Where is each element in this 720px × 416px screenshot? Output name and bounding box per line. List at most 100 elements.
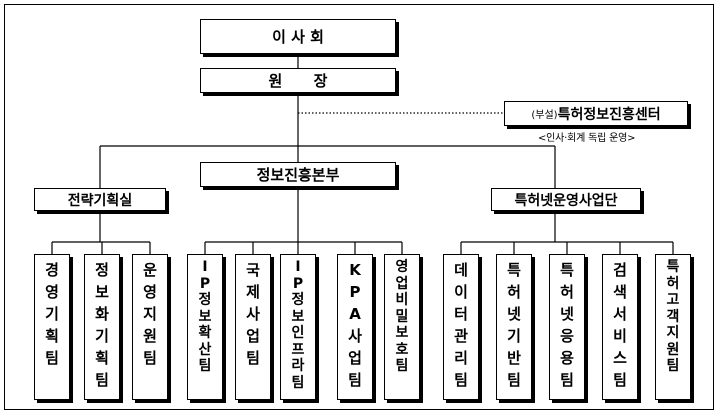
team-label-char: I <box>202 259 208 275</box>
team-label-char: 호 <box>395 341 409 358</box>
team-label-char: 획 <box>95 349 109 367</box>
team-label-char: 서 <box>613 305 627 323</box>
team-label-char: 보 <box>95 283 109 301</box>
team-label-char: 기 <box>507 327 521 345</box>
team-label-char: P <box>199 275 211 292</box>
team-label-char: 허 <box>507 283 521 301</box>
team-label-char: 팀 <box>198 358 212 374</box>
team-label-char: 팀 <box>560 371 574 389</box>
team-label-char: 팀 <box>143 349 157 367</box>
team-label-char: 라 <box>291 358 305 374</box>
team-label-char: 팀 <box>348 371 362 389</box>
team-label-char: 기 <box>45 305 59 323</box>
director-box: 원 장 <box>200 68 396 93</box>
director-label: 원 장 <box>268 72 328 90</box>
team-label-char: 원 <box>666 341 680 358</box>
chart-frame <box>4 4 714 410</box>
team-label-char: A <box>349 305 361 323</box>
patentnet-division-label: 특허넷운영사업단 <box>514 192 618 209</box>
strategy-division-box: 전략기획실 <box>34 188 166 211</box>
team-label-char: 특 <box>560 261 574 279</box>
board-label: 이 사 회 <box>272 28 324 46</box>
team-label-char: 국 <box>246 261 260 279</box>
affiliate-note: <인사·회계 독립 운영> <box>538 133 636 144</box>
team-label-char: 검 <box>613 261 627 279</box>
team-label-char: 팀 <box>45 349 59 367</box>
team-label-char: 팀 <box>613 371 627 389</box>
team-label-char: P <box>349 283 361 301</box>
team-label-char: 허 <box>666 275 680 292</box>
team-label-char: 팀 <box>666 358 680 374</box>
team-label-char: 영 <box>395 259 409 275</box>
team-label-char: 관 <box>454 327 468 345</box>
team-label-char: 허 <box>560 283 574 301</box>
team-label-char: 보 <box>395 325 409 341</box>
affiliate-prefix: (부설) <box>531 110 558 121</box>
team-label-char: 기 <box>95 327 109 345</box>
team-label-char: 넷 <box>560 305 574 323</box>
team-label-char: 사 <box>348 327 362 345</box>
team-label-char: 객 <box>666 308 680 325</box>
team-label-char: 반 <box>507 349 521 367</box>
team-label-char: 넷 <box>507 305 521 323</box>
team-label-char: 팀 <box>507 371 521 389</box>
team-label-char: K <box>349 261 361 279</box>
team-label-char: P <box>292 275 304 292</box>
team-label-char: 스 <box>613 349 627 367</box>
team-label-char: 보 <box>198 308 212 325</box>
team-label-char: 정 <box>95 261 109 279</box>
team-label-char: 보 <box>291 308 305 325</box>
team-label-char: 터 <box>454 305 468 323</box>
team-label-char: 정 <box>291 292 305 308</box>
team-label-char: 팀 <box>291 374 305 391</box>
team-label-char: 팀 <box>454 371 468 389</box>
patentnet-division-box: 특허넷운영사업단 <box>491 188 641 211</box>
team-label-char: 팀 <box>246 349 260 367</box>
hq-label: 정보진흥본부 <box>256 166 340 184</box>
team-label-char: 업 <box>348 349 362 367</box>
team-label-char: 밀 <box>395 308 409 325</box>
hq-box: 정보진흥본부 <box>200 162 396 187</box>
affiliate-name: 특허정보진흥센터 <box>557 106 661 123</box>
team-label-char: 경 <box>45 261 59 279</box>
team-label-char: 이 <box>454 283 468 301</box>
team-label-char: 확 <box>198 325 212 341</box>
board-box: 이 사 회 <box>200 19 396 54</box>
team-label-char: 리 <box>454 349 468 367</box>
team-label-char: 팀 <box>95 371 109 389</box>
team-label-char: 용 <box>560 349 574 367</box>
team-label-char: 산 <box>198 341 212 358</box>
team-label-char: 업 <box>246 327 260 345</box>
team-label-char: 영 <box>143 283 157 301</box>
team-label-char: 프 <box>291 341 305 358</box>
team-label-char: 영 <box>45 283 59 301</box>
strategy-division-label: 전략기획실 <box>67 192 133 209</box>
team-label-char: 팀 <box>395 358 409 374</box>
affiliate-box: (부설) 특허정보진흥센터 <box>504 101 688 126</box>
team-label-char: 응 <box>560 327 574 345</box>
team-label-char: 사 <box>246 305 260 323</box>
team-label-char: 비 <box>395 292 409 308</box>
team-label-char: 특 <box>666 259 680 275</box>
team-label-char: 운 <box>143 261 157 279</box>
team-label-char: 데 <box>454 261 468 279</box>
team-label-char: I <box>295 259 301 275</box>
team-label-char: 업 <box>395 275 409 292</box>
team-label-char: 화 <box>95 305 109 323</box>
team-label-char: 인 <box>291 325 305 341</box>
team-label-char: 지 <box>143 305 157 323</box>
